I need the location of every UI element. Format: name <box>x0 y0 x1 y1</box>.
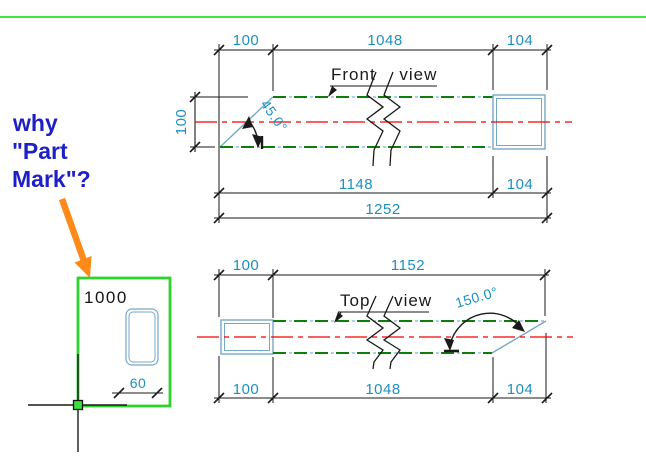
origin-crosshair <box>28 354 127 452</box>
dim-top-top-1152: 1152 <box>391 257 425 274</box>
question-line-2: "Part <box>12 138 68 164</box>
dim-front-top-100: 100 <box>233 32 260 49</box>
dim-top-bottom-104: 104 <box>507 381 534 398</box>
front-view-top-dimension: 100 1048 104 <box>213 32 553 56</box>
question-line-3: Mark"? <box>12 166 91 192</box>
bevel-edge-top <box>491 320 547 354</box>
top-view-label: Top view <box>334 291 432 323</box>
question-annotation: why "Part Mark"? <box>12 110 91 192</box>
dim-top-bottom-100: 100 <box>233 381 260 398</box>
top-view-extension-lines <box>218 269 547 403</box>
dim-front-bottom-104: 104 <box>507 176 534 193</box>
front-view: 100 1048 104 100 <box>173 32 572 224</box>
hole-outline <box>125 308 159 366</box>
label-leader-arrowhead <box>334 312 343 323</box>
angle-label-45: 45.0° <box>258 97 291 135</box>
dim-hole-60: 60 <box>130 375 147 391</box>
top-view-break-symbol <box>365 295 402 370</box>
dim-front-top-1048: 1048 <box>367 32 402 49</box>
top-view-bottom-dimension: 100 1048 104 <box>213 381 553 404</box>
selected-part-outline[interactable] <box>76 276 172 408</box>
selection-handle[interactable] <box>72 399 84 411</box>
front-view-bottom-dimensions: 1148 104 1252 <box>213 176 553 224</box>
front-view-label: Front view <box>328 65 437 97</box>
top-view: 100 1152 150.0° Top <box>197 257 573 404</box>
angle-label-150: 150.0° <box>453 283 499 310</box>
top-view-top-dimension: 100 1152 <box>213 257 551 281</box>
dim-top-top-100: 100 <box>233 257 260 274</box>
orange-arrow <box>58 197 92 278</box>
dim-top-bottom-1048: 1048 <box>365 381 400 398</box>
front-view-angle-annotation: 45.0° <box>242 97 291 149</box>
front-view-beam <box>195 94 572 150</box>
orange-arrowhead <box>74 256 92 278</box>
dim-front-bottom-1148: 1148 <box>339 176 373 193</box>
label-leader-arrowhead <box>328 86 337 97</box>
top-view-title: Top view <box>340 291 432 310</box>
top-view-beam <box>197 319 573 355</box>
front-view-break-symbol <box>365 71 402 167</box>
part-mark-text: 1000 <box>84 288 128 307</box>
part-mark-box[interactable]: 1000 60 <box>76 276 172 408</box>
hole-inner-outline <box>128 311 156 363</box>
hole-width-dimension: 60 <box>112 375 163 399</box>
dim-front-height-100: 100 <box>173 109 190 136</box>
question-line-1: why <box>12 110 58 136</box>
dim-front-total-1252: 1252 <box>365 201 400 218</box>
dim-front-top-104: 104 <box>507 32 534 49</box>
front-view-title: Front view <box>331 65 437 84</box>
